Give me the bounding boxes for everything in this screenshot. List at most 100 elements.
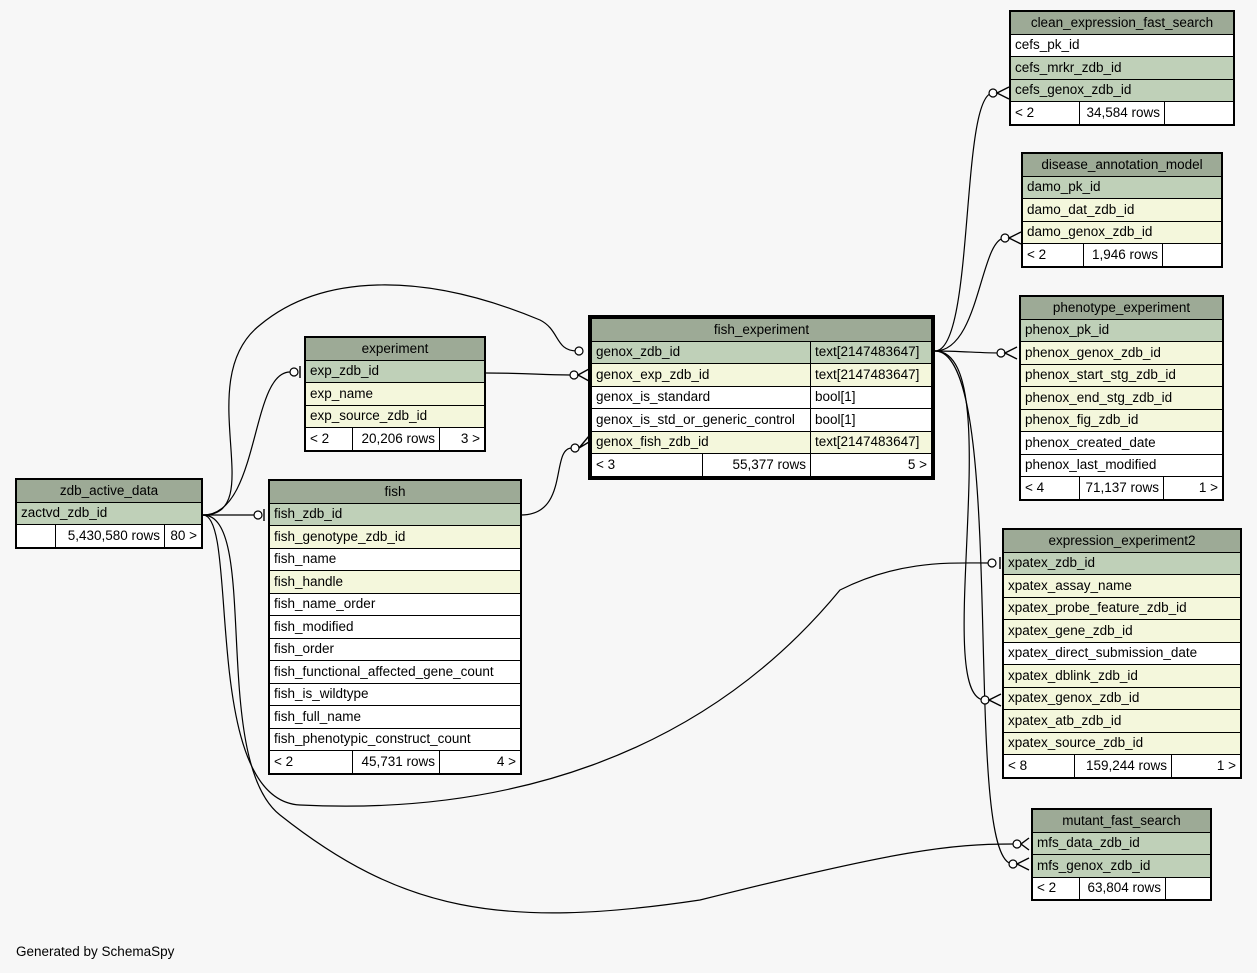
column-row: genox_zdb_id [592,341,811,364]
column-row: zactvd_zdb_id [17,502,202,525]
children-count: 3 > [440,428,485,451]
table-title: clean_expression_fast_search [1011,12,1234,35]
column-type: bool[1] [811,409,932,432]
table-expression-experiment2[interactable]: expression_experiment2 xpatex_zdb_id xpa… [1002,528,1242,779]
column-row: genox_fish_zdb_id [592,431,811,454]
table-zdb-active-data[interactable]: zdb_active_data zactvd_zdb_id 5,430,580 … [15,478,203,549]
column-row: xpatex_direct_submission_date [1004,642,1241,665]
column-row: xpatex_zdb_id [1004,552,1241,575]
column-row: phenox_created_date [1021,432,1223,455]
column-row: mfs_data_zdb_id [1033,832,1211,855]
table-fish-experiment[interactable]: fish_experiment genox_zdb_idtext[2147483… [588,315,935,480]
table-phenotype-experiment[interactable]: phenotype_experiment phenox_pk_id phenox… [1019,295,1224,501]
column-row: fish_functional_affected_gene_count [270,661,521,684]
table-experiment[interactable]: experiment exp_zdb_id exp_name exp_sourc… [304,336,486,452]
table-title: mutant_fast_search [1033,810,1211,833]
row-count: 63,804 rows [1080,877,1166,900]
table-title: zdb_active_data [17,480,202,503]
column-row: damo_pk_id [1023,176,1222,199]
column-row: cefs_genox_zdb_id [1011,79,1234,102]
children-count: 1 > [1164,477,1223,500]
column-row: xpatex_assay_name [1004,575,1241,598]
parents-count: < 2 [270,751,353,774]
column-row: phenox_end_stg_zdb_id [1021,387,1223,410]
column-type: text[2147483647] [811,431,932,454]
row-count: 34,584 rows [1080,102,1165,125]
table-title: disease_annotation_model [1023,154,1222,177]
table-title: experiment [306,338,485,361]
column-row: damo_genox_zdb_id [1023,221,1222,244]
column-row: fish_zdb_id [270,503,521,526]
row-count: 159,244 rows [1075,755,1172,778]
column-row: xpatex_source_zdb_id [1004,732,1241,755]
row-count: 20,206 rows [353,428,440,451]
table-mutant-fast-search[interactable]: mutant_fast_search mfs_data_zdb_id mfs_g… [1031,808,1212,901]
column-row: fish_full_name [270,706,521,729]
link-genox-fish [521,448,572,515]
parents-count: < 8 [1004,755,1075,778]
table-title: phenotype_experiment [1021,297,1223,320]
link-xpatex-genox [935,351,985,700]
link-phenox-genox [935,351,1001,353]
column-row: phenox_start_stg_zdb_id [1021,364,1223,387]
parents-count: < 3 [592,454,703,477]
children-count [1165,102,1234,125]
column-row: fish_order [270,638,521,661]
row-count: 55,377 rows [703,454,811,477]
column-row: genox_is_std_or_generic_control [592,409,811,432]
column-row: xpatex_gene_zdb_id [1004,620,1241,643]
row-count: 5,430,580 rows [56,525,165,548]
column-row: fish_genotype_zdb_id [270,526,521,549]
table-clean-expression-fast-search[interactable]: clean_expression_fast_search cefs_pk_id … [1009,10,1235,126]
table-title: fish_experiment [592,319,932,342]
column-row: phenox_last_modified [1021,454,1223,477]
row-count: 45,731 rows [353,751,440,774]
column-row: xpatex_atb_zdb_id [1004,710,1241,733]
parents-count: < 2 [306,428,353,451]
link-genox-exp [486,373,570,375]
column-row: cefs_pk_id [1011,34,1234,57]
parents-count: < 2 [1033,877,1080,900]
column-row: fish_phenotypic_construct_count [270,728,521,751]
column-row: fish_name_order [270,593,521,616]
children-count [1166,877,1211,900]
children-count: 4 > [440,751,521,774]
table-title: expression_experiment2 [1004,530,1241,553]
parents-count: < 4 [1021,477,1080,500]
column-row: xpatex_probe_feature_zdb_id [1004,597,1241,620]
children-count: 80 > [165,525,202,548]
column-row: fish_handle [270,571,521,594]
column-row: exp_zdb_id [306,360,485,383]
table-fish[interactable]: fish fish_zdb_id fish_genotype_zdb_id fi… [268,479,522,775]
column-type: bool[1] [811,386,932,409]
column-row: phenox_pk_id [1021,319,1223,342]
column-row: xpatex_dblink_zdb_id [1004,665,1241,688]
column-type: text[2147483647] [811,341,932,364]
table-disease-annotation-model[interactable]: disease_annotation_model damo_pk_id damo… [1021,152,1223,268]
column-row: exp_name [306,383,485,406]
column-row: phenox_genox_zdb_id [1021,342,1223,365]
link-cefs-genox [935,93,993,351]
row-count: 1,946 rows [1084,244,1163,267]
column-row: damo_dat_zdb_id [1023,199,1222,222]
children-count [1163,244,1222,267]
column-row: xpatex_genox_zdb_id [1004,687,1241,710]
generated-by-footer: Generated by SchemaSpy [16,944,174,959]
column-row: phenox_fig_zdb_id [1021,409,1223,432]
column-row: fish_is_wildtype [270,683,521,706]
column-type: text[2147483647] [811,364,932,387]
column-row: genox_is_standard [592,386,811,409]
parents-count: < 2 [1011,102,1080,125]
parents-count [17,525,56,548]
column-row: fish_modified [270,616,521,639]
link-damo-genox [935,238,1005,351]
children-count: 1 > [1172,755,1241,778]
column-row: cefs_mrkr_zdb_id [1011,57,1234,80]
children-count: 5 > [811,454,932,477]
column-row: mfs_genox_zdb_id [1033,855,1211,878]
column-row: exp_source_zdb_id [306,405,485,428]
column-row: fish_name [270,548,521,571]
parents-count: < 2 [1023,244,1084,267]
column-row: genox_exp_zdb_id [592,364,811,387]
row-count: 71,137 rows [1080,477,1164,500]
